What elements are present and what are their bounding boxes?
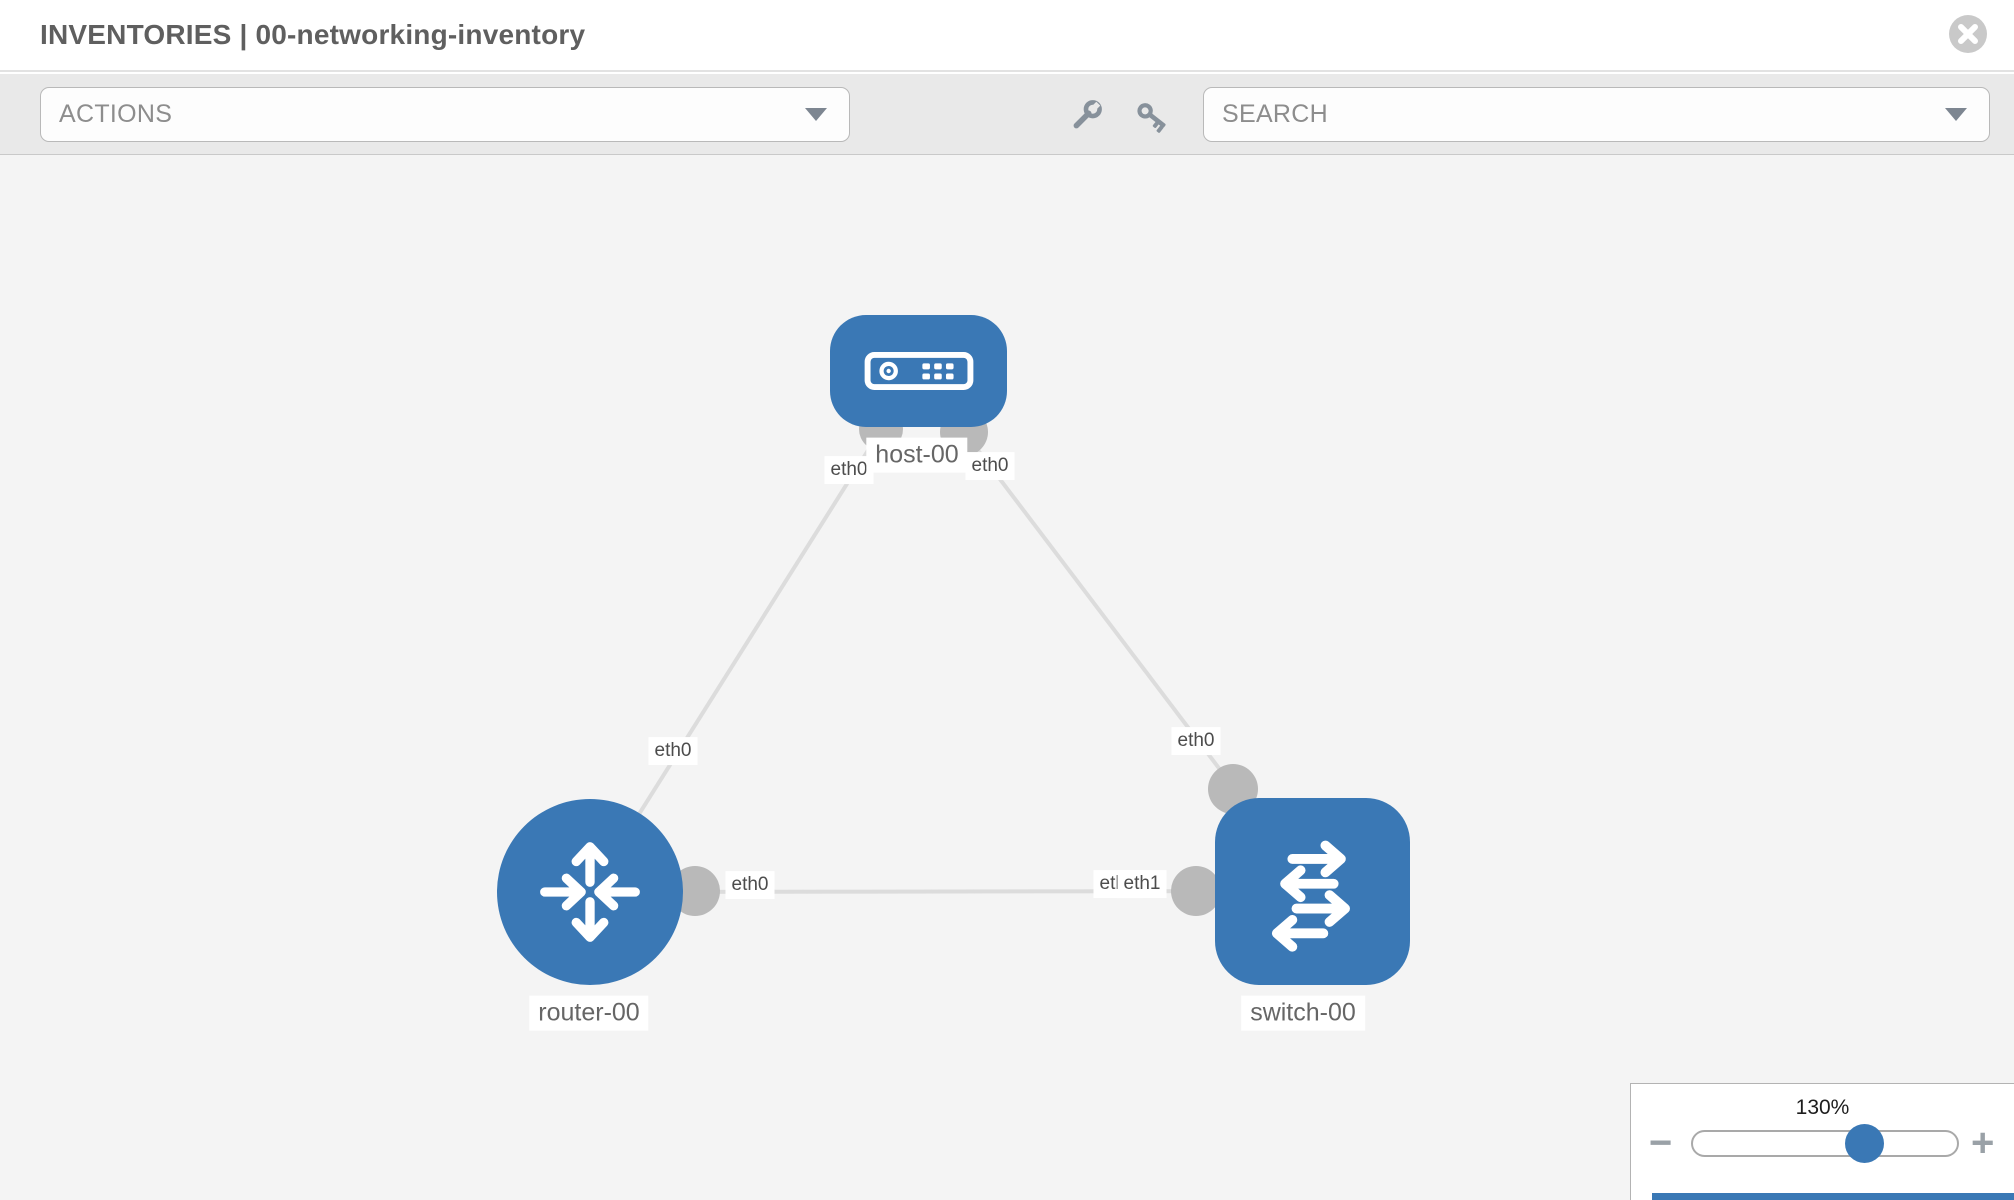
interface-label: eth0 bbox=[965, 452, 1015, 480]
port-switch-eth1 bbox=[1171, 866, 1221, 916]
interface-label: eth0 bbox=[725, 871, 775, 899]
zoom-level-value: 130% bbox=[1795, 1096, 1850, 1119]
header: INVENTORIES | 00-networking-inventory bbox=[0, 0, 2014, 72]
switch-device-icon bbox=[1271, 840, 1350, 952]
chevron-down-icon bbox=[805, 108, 827, 121]
zoom-in-button[interactable]: + bbox=[1971, 1121, 1995, 1165]
interface-label: eth0 bbox=[824, 456, 874, 484]
actions-dropdown[interactable]: ACTIONS bbox=[40, 87, 850, 142]
actions-dropdown-label: ACTIONS bbox=[59, 100, 173, 128]
toolbar: ACTIONS SEARCH bbox=[0, 74, 2014, 155]
search-dropdown[interactable]: SEARCH bbox=[1203, 87, 1990, 142]
zoom-control-panel: 130% − + bbox=[1630, 1083, 2014, 1200]
node-label-host: host-00 bbox=[866, 437, 968, 473]
interface-label: eth0 bbox=[1171, 727, 1221, 755]
router-device-icon bbox=[540, 842, 640, 942]
chevron-down-icon bbox=[1945, 108, 1967, 121]
zoom-slider-track[interactable] bbox=[1691, 1130, 1959, 1157]
topology-edges bbox=[588, 369, 1314, 916]
node-host[interactable] bbox=[830, 315, 1007, 427]
page-title: INVENTORIES | 00-networking-inventory bbox=[40, 19, 586, 50]
node-router[interactable] bbox=[497, 799, 683, 985]
key-icon[interactable] bbox=[1134, 98, 1172, 136]
key-panel-edge[interactable] bbox=[1652, 1193, 2014, 1200]
host-device-icon bbox=[864, 352, 973, 390]
node-label-switch: switch-00 bbox=[1241, 995, 1365, 1031]
topology-canvas[interactable]: eth0 eth0 eth0 eth0 eth0 eth0 eth1 host-… bbox=[0, 155, 2014, 1200]
search-dropdown-label: SEARCH bbox=[1222, 100, 1328, 128]
close-icon[interactable] bbox=[1948, 14, 1988, 54]
node-switch[interactable] bbox=[1215, 798, 1410, 985]
interface-label: eth0 bbox=[648, 737, 698, 765]
zoom-slider-thumb[interactable] bbox=[1845, 1124, 1884, 1163]
port-router-eth0 bbox=[670, 866, 720, 916]
node-label-router: router-00 bbox=[529, 995, 649, 1031]
zoom-out-button[interactable]: − bbox=[1649, 1121, 1673, 1165]
interface-label: eth1 bbox=[1117, 870, 1167, 898]
wrench-icon[interactable] bbox=[1066, 98, 1104, 136]
